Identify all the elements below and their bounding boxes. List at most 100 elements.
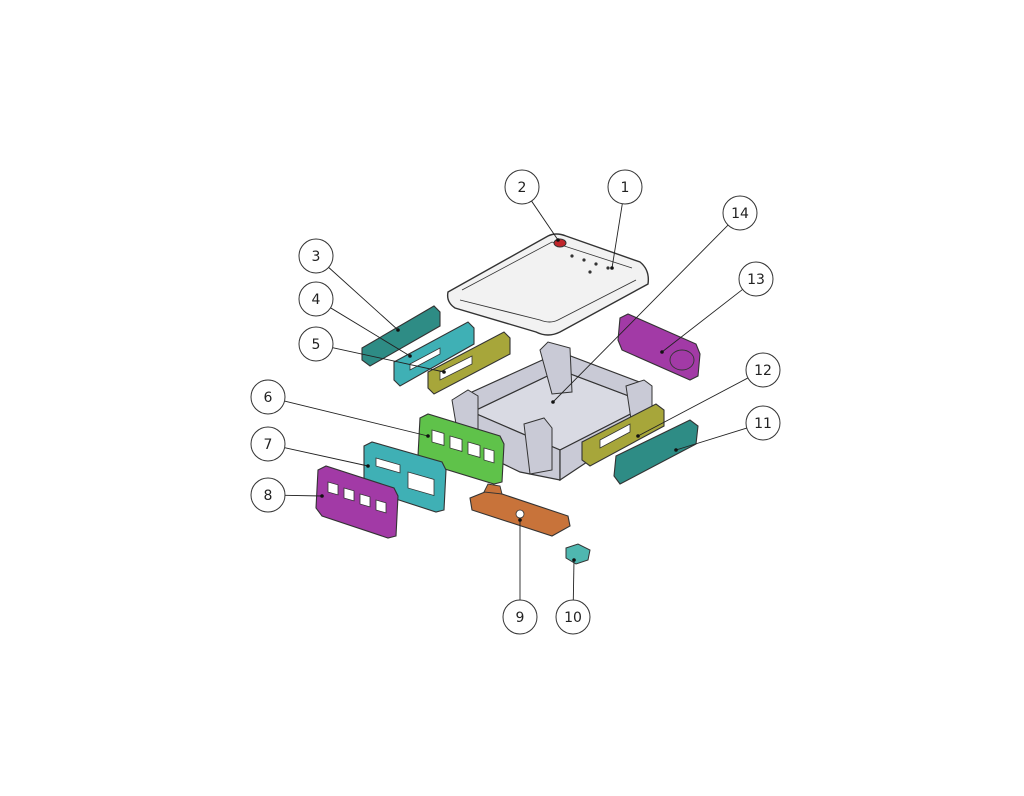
balloon-label-11: 11 xyxy=(754,416,772,432)
part-7-window xyxy=(407,471,435,496)
lid-inner-rim xyxy=(461,241,633,291)
part-8-port-1 xyxy=(327,481,339,496)
leader-anchor-11 xyxy=(674,448,678,452)
leader-line-14 xyxy=(552,224,729,403)
leader-anchor-5 xyxy=(442,370,446,374)
balloon-14: 14 xyxy=(722,195,758,231)
part-9-hole xyxy=(515,509,525,519)
part-9-tab xyxy=(483,483,503,495)
balloon-circle-12 xyxy=(745,352,781,388)
leader-anchor-4 xyxy=(408,354,412,358)
lid-status-dot-4 xyxy=(606,266,610,270)
balloon-label-14: 14 xyxy=(731,206,749,222)
part-3-panel xyxy=(361,305,441,367)
balloon-circle-5 xyxy=(298,326,334,362)
balloon-circle-11 xyxy=(745,405,781,441)
lid-status-dot-1 xyxy=(570,254,574,258)
part-13-round-cutout xyxy=(669,349,695,371)
leader-line-11 xyxy=(675,427,747,451)
balloon-label-10: 10 xyxy=(564,610,582,626)
balloon-circle-4 xyxy=(298,281,334,317)
leader-anchor-14 xyxy=(551,400,555,404)
part-4-window xyxy=(409,347,441,371)
balloon-5: 5 xyxy=(298,326,334,362)
part-8-port-3 xyxy=(359,493,371,508)
part-lid xyxy=(446,233,650,336)
part-6-port-3 xyxy=(467,441,481,458)
balloon-label-5: 5 xyxy=(312,337,321,353)
lid-status-dot-2 xyxy=(582,258,586,262)
leader-anchor-6 xyxy=(426,434,430,438)
balloon-circle-3 xyxy=(298,238,334,274)
part-12-side-frame xyxy=(581,403,665,467)
balloon-1: 1 xyxy=(607,169,643,205)
balloon-label-12: 12 xyxy=(754,363,772,379)
leader-anchor-10 xyxy=(572,558,576,562)
balloon-10: 10 xyxy=(555,599,591,635)
part-7-slot xyxy=(375,457,401,474)
balloon-4: 4 xyxy=(298,281,334,317)
balloon-6: 6 xyxy=(250,379,286,415)
leader-line-7 xyxy=(284,447,369,467)
part-12-window xyxy=(599,423,631,449)
lid-status-dot-3 xyxy=(594,262,598,266)
balloon-7: 7 xyxy=(250,426,286,462)
balloon-12: 12 xyxy=(745,352,781,388)
lid-body xyxy=(446,233,650,336)
leader-anchor-12 xyxy=(636,434,640,438)
part-6-port-2 xyxy=(449,435,463,452)
leader-line-3 xyxy=(328,267,399,331)
leader-line-2 xyxy=(531,200,559,241)
lid-rim xyxy=(459,279,637,323)
leader-anchor-13 xyxy=(660,350,664,354)
part-8-body xyxy=(315,465,399,539)
balloon-8: 8 xyxy=(250,477,286,513)
balloon-circle-2 xyxy=(504,169,540,205)
housing-post-1 xyxy=(539,341,573,395)
part-4-frame xyxy=(393,321,475,387)
balloon-3: 3 xyxy=(298,238,334,274)
part-5-frame xyxy=(427,331,511,395)
part-5-window xyxy=(439,355,473,381)
leader-line-13 xyxy=(661,289,743,353)
balloon-11: 11 xyxy=(745,405,781,441)
balloon-label-4: 4 xyxy=(312,292,321,308)
leader-lines xyxy=(284,200,749,601)
leader-line-10 xyxy=(572,559,575,601)
balloon-label-1: 1 xyxy=(621,180,630,196)
balloon-13: 13 xyxy=(738,261,774,297)
balloon-circle-14 xyxy=(722,195,758,231)
balloon-label-13: 13 xyxy=(747,272,765,288)
balloon-2: 2 xyxy=(504,169,540,205)
leader-line-6 xyxy=(284,400,429,437)
part-6-port-1 xyxy=(431,429,445,446)
balloon-label-8: 8 xyxy=(264,488,273,504)
leader-anchor-3 xyxy=(396,328,400,332)
lid-status-dot-5 xyxy=(588,270,592,274)
part-8-port-frame xyxy=(315,465,399,539)
part-red-button xyxy=(553,238,567,248)
balloon-label-6: 6 xyxy=(264,390,273,406)
leader-line-4 xyxy=(330,307,411,357)
leader-anchor-9 xyxy=(518,518,522,522)
housing-post-4 xyxy=(523,417,553,475)
leader-anchor-1 xyxy=(610,266,614,270)
balloon-circle-10 xyxy=(555,599,591,635)
balloon-circle-9 xyxy=(502,599,538,635)
balloon-label-3: 3 xyxy=(312,249,321,265)
part-8-port-2 xyxy=(343,487,355,502)
leader-line-12 xyxy=(637,377,749,437)
part-10-clip xyxy=(565,543,591,565)
balloon-circle-8 xyxy=(250,477,286,513)
balloon-circle-7 xyxy=(250,426,286,462)
part-13-side-cover xyxy=(617,313,701,381)
leader-line-1 xyxy=(611,203,623,269)
leader-line-5 xyxy=(332,347,445,373)
leader-anchor-8 xyxy=(320,494,324,498)
balloon-label-7: 7 xyxy=(264,437,273,453)
balloon-9: 9 xyxy=(502,599,538,635)
leader-line-8 xyxy=(284,494,323,497)
